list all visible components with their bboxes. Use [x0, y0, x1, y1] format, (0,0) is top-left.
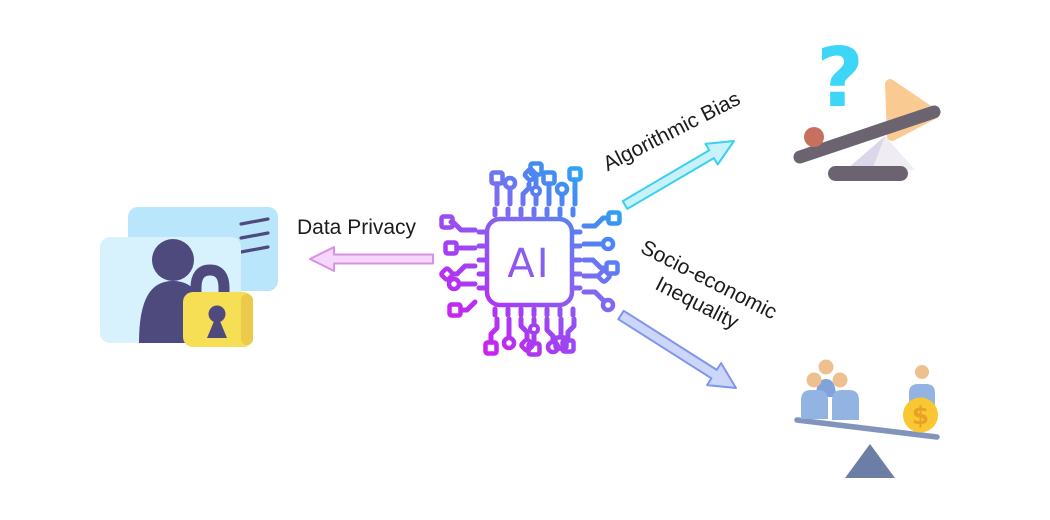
seesaw-fulcrum [845, 444, 895, 478]
seesaw-plank [794, 417, 940, 440]
dollar-sign: $ [912, 401, 929, 430]
chip-ai-label: AI [507, 241, 550, 287]
people-group [801, 359, 859, 420]
weight-ball [804, 127, 824, 147]
algorithmic-bias-icon: ? [793, 31, 941, 181]
chip-pin-stubs [476, 206, 583, 318]
left-arrow-shape [309, 246, 434, 272]
up-right-arrow-shape [621, 140, 735, 210]
data-privacy-icon [100, 207, 278, 347]
dollar-coin-icon: $ [903, 397, 938, 433]
fulcrum-shade [846, 136, 885, 170]
chip-body [484, 216, 575, 308]
keyhole [207, 305, 227, 338]
question-mark-icon: ? [816, 31, 864, 126]
socio-economic-inequality-icon: $ [794, 359, 940, 478]
padlock-shade [241, 294, 253, 345]
arrow-to-privacy [309, 246, 434, 272]
data-privacy-label: Data Privacy [297, 216, 417, 239]
balance-plank [793, 105, 941, 164]
arrow-to-inequality [617, 309, 737, 389]
padlock-shackle [190, 264, 230, 312]
balance-base [828, 166, 908, 181]
ai-chip-icon: AI [439, 161, 622, 357]
card-text-lines [239, 217, 270, 254]
arrow-to-bias [621, 140, 735, 210]
down-right-arrow-shape [617, 309, 737, 389]
circuit-traces [439, 161, 622, 357]
